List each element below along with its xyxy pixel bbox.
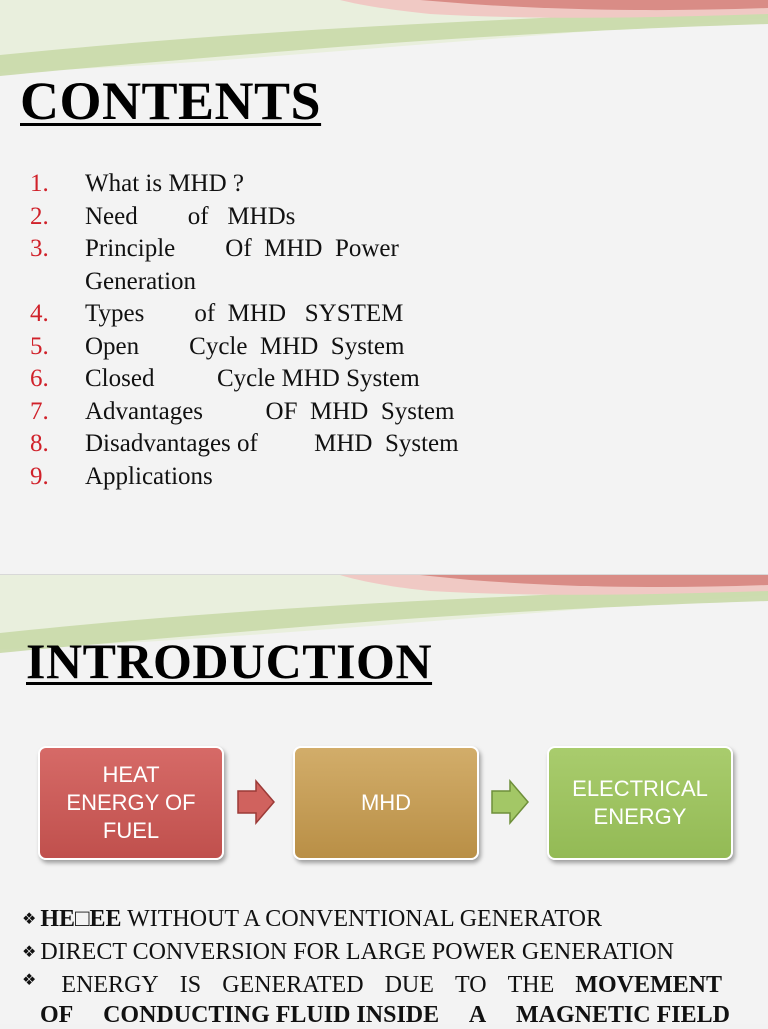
flow-box-electrical-energy: ELECTRICAL ENERGY — [547, 746, 733, 860]
item-text: Disadvantages of MHD System — [85, 430, 459, 457]
item-text: Applications — [85, 462, 213, 490]
item-text: Advantages OF MHD System — [85, 397, 455, 425]
bullet-item: ❖HE□EE WITHOUT A CONVENTIONAL GENERATOR — [22, 906, 602, 933]
item-number: 4. — [30, 300, 49, 327]
item-number: 3. — [30, 235, 49, 262]
bullet-word: THE — [507, 972, 555, 998]
section-title: INTRODUCTION — [26, 633, 433, 689]
bullet-word: DUE — [384, 972, 434, 998]
bullet-word: CONDUCTING FLUID INSIDE — [103, 1002, 440, 1028]
item-number: 7. — [30, 397, 49, 425]
item-text: What is MHD ? — [85, 170, 244, 197]
bullet-word: IS — [179, 972, 202, 998]
item-text-continued: Generation — [85, 267, 197, 295]
bullet-word: OF — [40, 1002, 74, 1028]
item-number: 2. — [30, 202, 49, 230]
bullet-text: DIRECT CONVERSION FOR LARGE POWER GENERA… — [40, 939, 674, 965]
flow-box-mhd: MHD — [293, 746, 479, 860]
diamond-bullet-icon: ❖ — [22, 942, 37, 961]
arrow-right-icon — [237, 779, 275, 825]
flow-box-heat-energy: HEAT ENERGY OF FUEL — [38, 746, 224, 860]
item-number: 5. — [30, 332, 49, 360]
bullet-item: ❖ ENERGY IS GENERATED DUE TO THE MOVEMEN… — [22, 970, 722, 999]
arrow-right-icon — [491, 779, 529, 825]
item-text: Types of MHD SYSTEM — [85, 300, 404, 327]
bullet-bold-text: HE□EE — [40, 906, 122, 932]
diamond-bullet-icon: ❖ — [22, 970, 37, 989]
bullet-word: A — [468, 1002, 487, 1028]
bullet-word: GENERATED — [222, 972, 364, 998]
item-number: 8. — [30, 430, 49, 457]
slide-contents: CONTENTS 1.What is MHD ? 2.Need of MHDs … — [0, 0, 768, 575]
item-number: 1. — [30, 170, 49, 197]
bullet-text: WITHOUT A CONVENTIONAL GENERATOR — [121, 906, 602, 932]
diamond-bullet-icon: ❖ — [22, 909, 37, 928]
item-text: Closed Cycle MHD System — [85, 365, 420, 392]
item-text: Need of MHDs — [85, 202, 296, 230]
bullet-bold-text: MOVEMENT — [575, 972, 722, 998]
item-number: 6. — [30, 365, 49, 392]
page-title: CONTENTS — [20, 71, 322, 131]
item-number: 9. — [30, 462, 49, 490]
header-swoosh-decoration — [0, 575, 768, 653]
item-text: Principle Of MHD Power — [85, 235, 399, 262]
item-text: Open Cycle MHD System — [85, 332, 405, 360]
bullet-word: MAGNETIC FIELD — [515, 1002, 730, 1028]
bullet-word: ENERGY — [61, 972, 159, 998]
bullet-continuation: OF CONDUCTING FLUID INSIDE A MAGNETIC FI… — [40, 1002, 730, 1029]
bullet-item: ❖DIRECT CONVERSION FOR LARGE POWER GENER… — [22, 939, 674, 966]
bullet-word: TO — [454, 972, 487, 998]
header-swoosh-decoration — [0, 0, 768, 76]
